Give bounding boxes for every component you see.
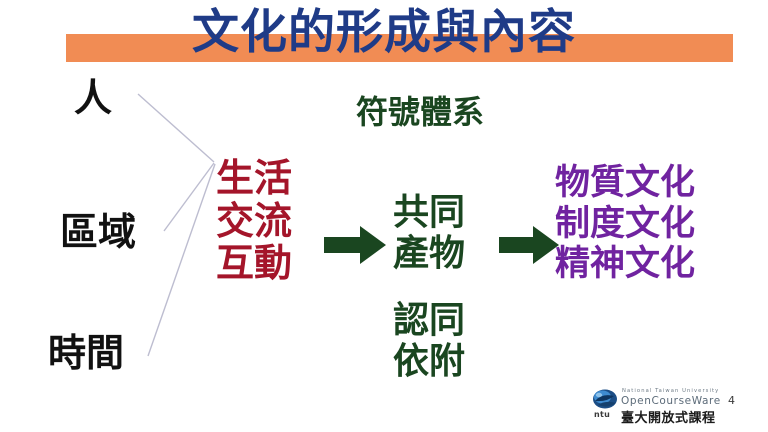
outcome-line-1: 共同 — [393, 191, 466, 233]
page-number: 4 — [728, 394, 735, 407]
outcome-block-identity-attachment: 認同 依附 — [393, 299, 466, 383]
title-banner-bar — [66, 34, 733, 62]
culture-type-material: 物質文化 — [555, 162, 696, 203]
arrow-right-outcome-to-culture — [499, 226, 559, 264]
page-title: 文化的形成與內容 — [192, 5, 576, 60]
culture-type-institutional: 制度文化 — [555, 202, 696, 244]
outcome-block-common-product: 共同 產物 — [393, 191, 466, 275]
input-label-time: 時間 — [48, 330, 125, 375]
connector-line-region — [163, 162, 215, 232]
ocw-wordmark: OpenCourseWare — [621, 395, 721, 407]
ntu-wordmark: ntu — [594, 410, 611, 419]
culture-types-block: 物質文化 制度文化 精神文化 — [555, 162, 696, 285]
process-line-1: 生活 — [216, 155, 293, 200]
process-line-3: 互動 — [216, 240, 293, 286]
outcome-line-3: 認同 — [393, 299, 466, 341]
globe-icon — [593, 389, 617, 409]
ocw-university-line: National Taiwan University — [622, 388, 720, 394]
outcome-line-2: 產物 — [393, 232, 466, 275]
symbol-system-label: 符號體系 — [356, 93, 485, 131]
input-label-person: 人 — [74, 75, 113, 120]
connector-line-person — [137, 93, 215, 163]
ocw-chinese-wordmark: 臺大開放式課程 — [621, 411, 716, 426]
ntu-ocw-logo: ntu National Taiwan University OpenCours… — [592, 388, 720, 426]
connector-line-time — [147, 163, 216, 357]
culture-type-spiritual: 精神文化 — [555, 243, 696, 285]
outcome-line-4: 依附 — [393, 340, 466, 383]
process-line-2: 交流 — [216, 197, 293, 243]
arrow-right-process-to-outcome — [324, 226, 386, 264]
process-block: 生活 交流 互動 — [216, 155, 293, 286]
input-label-region: 區域 — [60, 209, 137, 254]
